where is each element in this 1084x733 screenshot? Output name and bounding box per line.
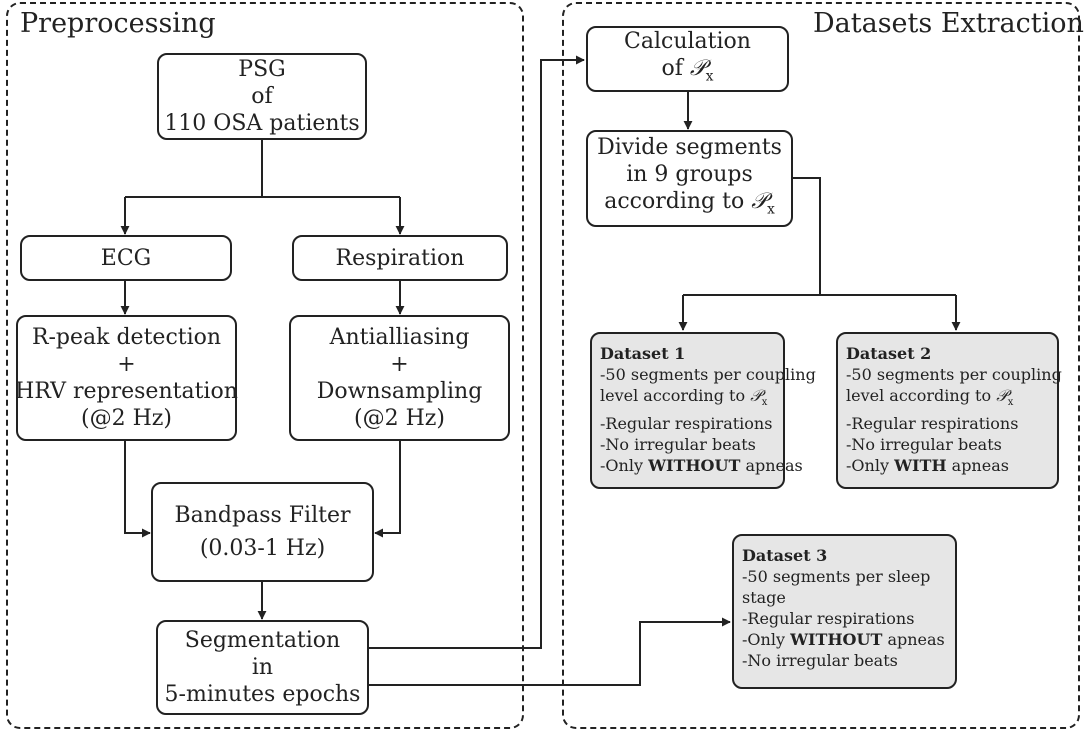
preprocessing-title: Preprocessing — [20, 8, 216, 39]
coupling-symbol: 𝒫x — [751, 188, 775, 218]
psg-node: PSG of 110 OSA patients — [157, 53, 367, 140]
ecg-node: ECG — [20, 235, 232, 281]
rpeak-line-4: (@2 Hz) — [81, 406, 172, 431]
calculation-node: Calculation of 𝒫x — [586, 26, 789, 92]
dataset-item-text: -Regular respirations — [600, 414, 773, 434]
dataset-item-text: -No irregular beats — [846, 435, 1002, 455]
dataset-item: -No irregular beats — [600, 434, 775, 455]
arrow-antialias-to-bandpass — [374, 440, 401, 538]
coupling-symbol: 𝒫x — [750, 386, 768, 409]
divide-node: Divide segments in 9 groups according to… — [586, 130, 793, 227]
coupling-symbol-sub: x — [705, 68, 714, 85]
arrow-segmentation-to-dataset3 — [368, 617, 731, 686]
antialias-line-4: (@2 Hz) — [354, 406, 445, 431]
dataset-item-text: apneas — [946, 456, 1009, 476]
rpeak-node: R-peak detection + HRV representation (@… — [15, 315, 238, 441]
dataset-item: -Regular respirations — [600, 413, 775, 434]
arrow-rpeak-to-bandpass — [124, 440, 151, 538]
dataset-item-text: apneas — [740, 456, 803, 476]
ecg-label: ECG — [100, 245, 152, 271]
psg-line-1: PSG — [238, 57, 286, 82]
arrow-segmentation-to-calc — [368, 55, 585, 649]
dataset-item-text: -Regular respirations — [846, 414, 1019, 434]
rpeak-line-2: + — [117, 352, 136, 377]
segmentation-line-2: in — [251, 655, 274, 680]
divide-line-2: in 9 groups — [626, 161, 753, 187]
preprocessing-section — [6, 2, 524, 729]
antialias-line-3: Downsampling — [316, 379, 483, 404]
coupling-symbol-sub: x — [761, 397, 768, 409]
dataset-item: stage — [742, 587, 947, 608]
rpeak-line-1: R-peak detection — [31, 325, 222, 350]
bandpass-line-1: Bandpass Filter — [174, 503, 351, 528]
bandpass-line-2: (0.03-1 Hz) — [199, 536, 326, 561]
dataset-title: Dataset 2 — [846, 344, 932, 363]
bandpass-node: Bandpass Filter (0.03-1 Hz) — [151, 482, 374, 582]
dataset-title: Dataset 3 — [742, 546, 828, 565]
calculation-line-2: of 𝒫x — [662, 55, 714, 90]
calculation-prefix: of — [661, 55, 690, 81]
psg-line-2: of — [251, 84, 273, 109]
dataset-item: -Only WITHOUT apneas — [600, 455, 803, 476]
dataset-item: -50 segments per sleep — [742, 566, 947, 587]
dataset-item-text: level according to — [600, 386, 751, 405]
dataset-item-emphasis: WITH — [894, 456, 947, 476]
coupling-symbol: 𝒫x — [689, 55, 714, 85]
divide-line-3: according to 𝒫x — [604, 188, 775, 223]
dataset-item-text: -Regular respirations — [742, 609, 915, 628]
dataset-item-text: -Only — [600, 456, 649, 476]
dataset-item-text: level according to — [846, 386, 997, 405]
dataset-item: level according to 𝒫x — [846, 385, 1049, 413]
dataset-item: -Regular respirations — [846, 413, 1049, 434]
coupling-symbol-main: 𝒫 — [996, 386, 1008, 405]
segmentation-node: Segmentation in 5-minutes epochs — [156, 620, 369, 715]
antialias-line-1: Antialliasing — [329, 325, 470, 350]
dataset-item: -Regular respirations — [742, 608, 947, 629]
dataset-item-text: -No irregular beats — [742, 651, 898, 670]
dataset-item-text: apneas — [882, 630, 945, 649]
dataset-item-text: -No irregular beats — [600, 435, 756, 455]
coupling-symbol-sub: x — [1007, 397, 1014, 409]
coupling-symbol-sub: x — [767, 201, 775, 218]
dataset-item: -No irregular beats — [742, 650, 947, 671]
segmentation-line-3: 5-minutes epochs — [164, 682, 361, 707]
dataset-item: -Only WITHOUT apneas — [742, 629, 947, 650]
dataset-item: -50 segments per coupling — [600, 364, 816, 385]
antialias-line-2: + — [390, 352, 409, 377]
divide-line-1: Divide segments — [597, 134, 782, 160]
coupling-symbol-main: 𝒫 — [689, 55, 706, 81]
dataset-item-text: -50 segments per coupling — [846, 365, 1062, 384]
dataset-item: level according to 𝒫x — [600, 385, 775, 413]
dataset-3-box: Dataset 3 -50 segments per sleep stage -Re… — [732, 534, 957, 689]
divide-to-split-line — [792, 177, 821, 295]
dataset-title: Dataset 1 — [600, 344, 686, 363]
dataset-item-text: -Only — [742, 630, 791, 649]
dataset-item: -No irregular beats — [846, 434, 1049, 455]
divide-prefix: according to — [604, 188, 752, 214]
extraction-section — [562, 2, 1080, 729]
respiration-node: Respiration — [292, 235, 508, 281]
dataset-item-text: stage — [742, 588, 786, 607]
coupling-symbol-main: 𝒫 — [751, 188, 768, 214]
respiration-label: Respiration — [335, 245, 465, 271]
calculation-line-1: Calculation — [624, 28, 751, 54]
dataset-item: -50 segments per coupling — [846, 364, 1062, 385]
dataset-item-emphasis: WITHOUT — [648, 456, 741, 476]
coupling-symbol-main: 𝒫 — [750, 386, 762, 405]
antialias-node: Antialliasing + Downsampling (@2 Hz) — [289, 315, 510, 441]
psg-line-3: 110 OSA patients — [164, 111, 360, 136]
extraction-title: Datasets Extraction — [813, 8, 1084, 39]
dataset-item: -Only WITH apneas — [846, 455, 1049, 476]
dataset-item-emphasis: WITHOUT — [790, 630, 883, 649]
coupling-symbol: 𝒫x — [996, 386, 1014, 409]
segmentation-line-1: Segmentation — [184, 628, 341, 653]
dataset-item-text: -50 segments per sleep — [742, 567, 931, 586]
dataset-item-text: -50 segments per coupling — [600, 365, 816, 384]
dataset-item-text: -Only — [846, 456, 895, 476]
rpeak-line-3: HRV representation — [15, 379, 238, 404]
